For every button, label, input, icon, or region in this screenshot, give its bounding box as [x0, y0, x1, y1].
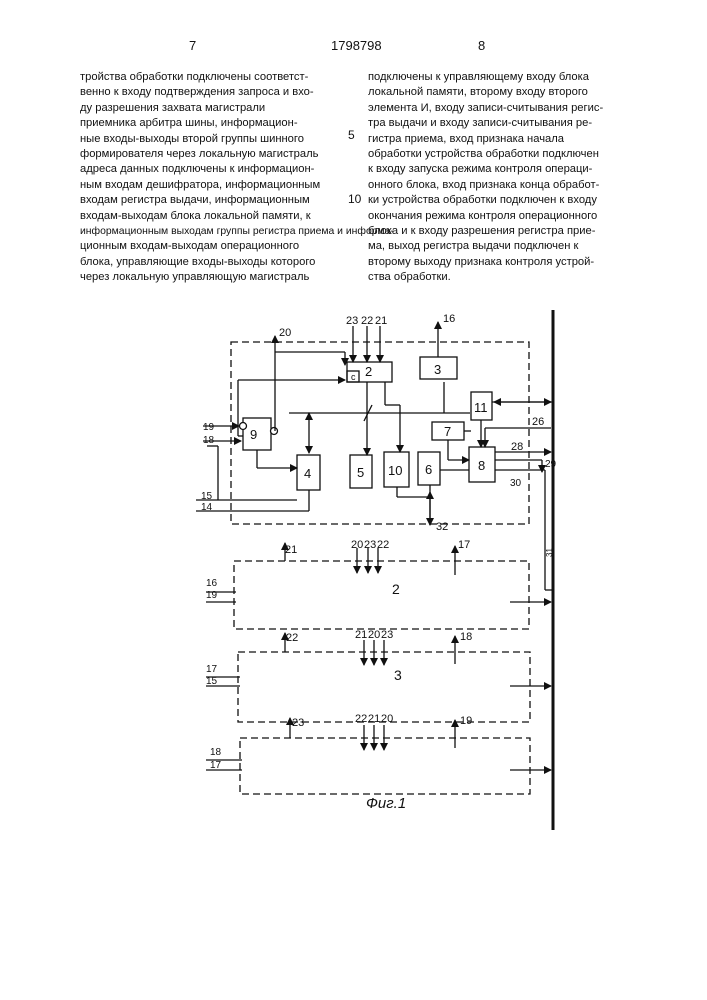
line-30-label: 30 — [510, 478, 522, 489]
sub2-out-label: 22 — [286, 632, 298, 644]
sub1-block-label: 2 — [392, 581, 400, 597]
sub1-in-c: 22 — [377, 539, 389, 551]
sub3-in-a: 22 — [355, 713, 367, 725]
sub1-in-b: 23 — [364, 539, 376, 551]
figure-caption: Фиг.1 — [366, 795, 406, 812]
block-7-label: 7 — [444, 424, 451, 439]
sub1-in-a: 20 — [351, 539, 363, 551]
line-26-label: 26 — [532, 416, 544, 428]
input-23-label: 23 — [346, 315, 358, 327]
sub2-left-b: 15 — [206, 676, 218, 687]
input-22-label: 22 — [361, 315, 373, 327]
sub3-in-c: 20 — [381, 713, 393, 725]
sub1-left-b: 19 — [206, 590, 218, 601]
sub2-in-b: 20 — [368, 629, 380, 641]
input-21-label: 21 — [375, 315, 387, 327]
sub2-in-c: 23 — [381, 629, 393, 641]
block-2-c-label: c — [351, 372, 356, 382]
input-18-label: 18 — [203, 435, 215, 446]
input-19-label: 19 — [203, 422, 215, 433]
line-29-label: 29 — [545, 459, 557, 470]
sub-unit-3-frame — [240, 738, 530, 794]
sub3-left-b: 17 — [210, 760, 222, 771]
sub1-left-a: 16 — [206, 578, 218, 589]
block-11-label: 11 — [474, 400, 488, 415]
block-9-invert-output — [271, 428, 278, 435]
input-15-label: 15 — [201, 491, 213, 502]
block-10-label: 10 — [388, 463, 402, 478]
sub3-out-label: 23 — [292, 717, 304, 729]
block-9-label: 9 — [250, 427, 257, 442]
block-6-label: 6 — [425, 462, 432, 477]
sub2-left-a: 17 — [206, 664, 218, 675]
input-14-label: 14 — [201, 502, 213, 513]
sub1-out2-label: 17 — [458, 539, 470, 551]
sub2-block-label: 3 — [394, 667, 402, 683]
block-9-invert-input — [240, 423, 247, 430]
block-3-label: 3 — [434, 362, 441, 377]
line-31-label: 31 — [545, 548, 554, 557]
block-5-label: 5 — [357, 465, 364, 480]
line-28-label: 28 — [511, 441, 523, 453]
block-2-label: 2 — [365, 364, 372, 379]
sub3-out2-label: 19 — [460, 715, 472, 727]
sub3-in-b: 21 — [368, 713, 380, 725]
block-8-label: 8 — [478, 458, 485, 473]
output-16-label: 16 — [443, 313, 455, 325]
block-4-label: 4 — [304, 466, 311, 481]
output-20-label: 20 — [279, 327, 291, 339]
sub2-in-a: 21 — [355, 629, 367, 641]
sub2-out2-label: 18 — [460, 631, 472, 643]
sub1-out-label: 21 — [285, 544, 297, 556]
line-32-label: 32 — [436, 521, 448, 533]
sub3-left-a: 18 — [210, 747, 222, 758]
sub-unit-1-frame — [234, 561, 529, 629]
